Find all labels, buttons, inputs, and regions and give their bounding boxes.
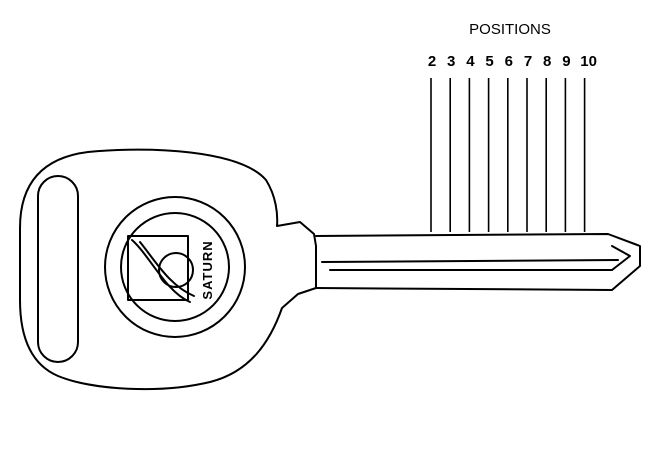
key-ring-slot [37,175,79,363]
emblem-outer-ring [104,196,246,338]
position-label-4: 4 [466,53,475,70]
position-label-5: 5 [485,53,493,70]
position-leader-lines [430,78,586,232]
logo-square-icon [127,235,189,301]
position-label-7: 7 [524,53,532,70]
position-label-3: 3 [447,53,455,70]
position-label-8: 8 [543,53,551,70]
key-blade-groove [321,259,619,263]
position-label-6: 6 [505,53,513,70]
positions-title: POSITIONS [469,21,551,38]
position-label-2: 2 [428,53,436,70]
key-head-outline [19,148,317,391]
position-label-10: 10 [580,53,597,70]
emblem-inner-ring [120,212,230,322]
logo-planet-icon [158,252,194,288]
key-blade-tip [611,245,631,271]
key-blade [315,233,641,291]
brand-name: SATURN [200,240,215,299]
position-label-9: 9 [562,53,570,70]
logo-swoosh-inner [139,241,195,297]
logo-swoosh-icon [131,239,191,303]
